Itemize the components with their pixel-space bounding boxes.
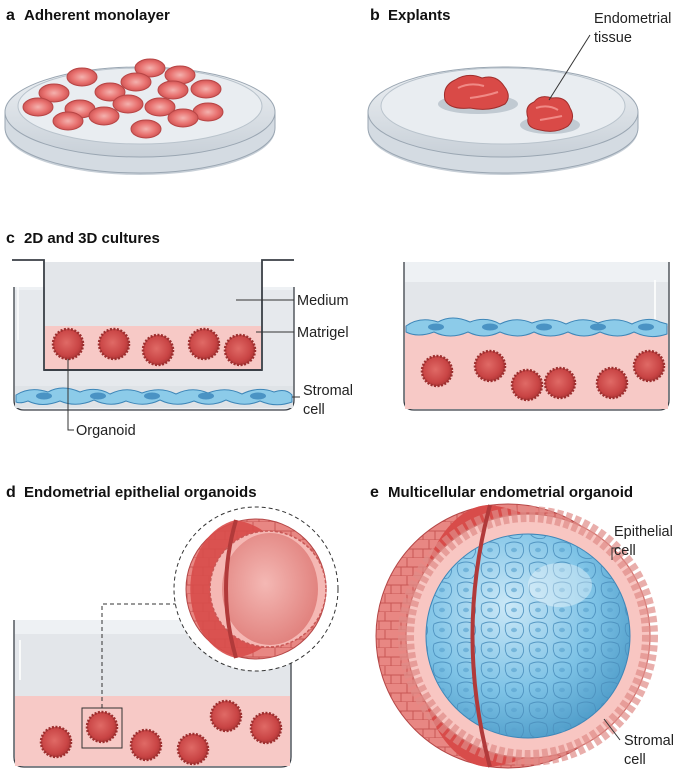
panel-b-title: Explants — [388, 7, 451, 24]
petri-dish-b — [367, 66, 639, 175]
label-stromal-cell-c: cell — [303, 402, 325, 418]
zoomed-organoid — [173, 506, 339, 672]
stromal-layer-left — [15, 387, 293, 406]
organoids-d — [39, 699, 283, 766]
stromal-layer-right — [405, 317, 668, 338]
label-stromal-c: Stromal — [303, 383, 353, 399]
panel-c-letter: c — [6, 230, 15, 247]
panel-d-title: Endometrial epithelial organoids — [24, 484, 257, 501]
panel-b-letter: b — [370, 7, 380, 24]
epithelial-leader — [611, 547, 620, 560]
label-medium: Medium — [297, 293, 349, 309]
label-epithelial: Epithelial — [614, 524, 673, 540]
adherent-cells — [22, 58, 224, 139]
stromal-leader-e — [603, 718, 621, 741]
organoids-left — [51, 327, 257, 367]
panel-d-letter: d — [6, 484, 16, 501]
label-tissue: tissue — [594, 30, 632, 46]
organoids-right — [420, 349, 666, 402]
panel-e-letter: e — [370, 484, 379, 501]
panel-c-title: 2D and 3D cultures — [24, 230, 160, 247]
label-stromal-e: Stromal — [624, 733, 674, 749]
organoid-leader — [67, 359, 74, 431]
transwell-culture — [12, 259, 295, 411]
endometrial-explants — [438, 74, 580, 134]
panel-e-title: Multicellular endometrial organoid — [388, 484, 633, 501]
multicellular-organoid — [375, 503, 658, 769]
label-endometrial: Endometrial — [594, 11, 671, 27]
label-matrigel: Matrigel — [297, 325, 349, 341]
tissue-leader — [548, 34, 591, 101]
panel-a-title: Adherent monolayer — [24, 7, 170, 24]
panel-a-letter: a — [6, 7, 15, 24]
label-organoid: Organoid — [76, 423, 136, 439]
label-stromal-cell-e: cell — [624, 752, 646, 768]
culture-well-right — [403, 262, 670, 411]
label-epithelial-cell: cell — [614, 543, 636, 559]
